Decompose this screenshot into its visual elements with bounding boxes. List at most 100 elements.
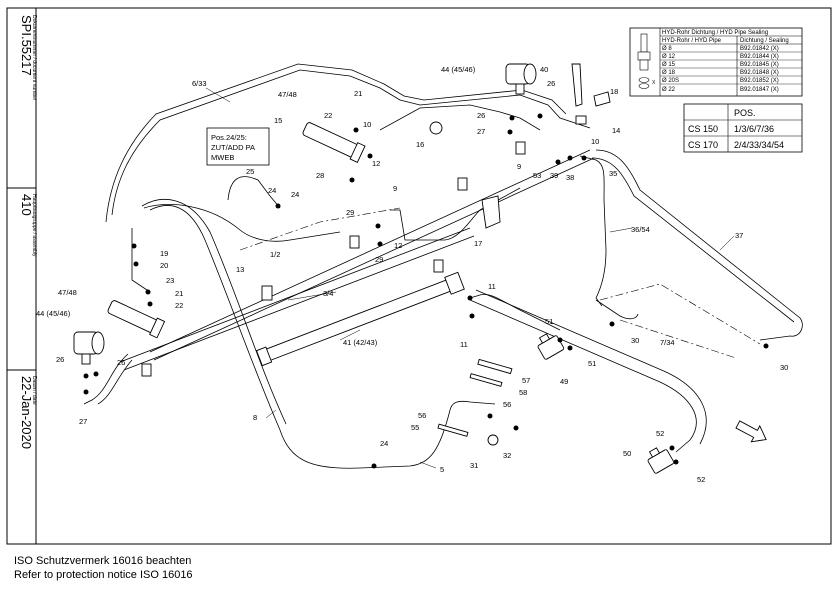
note-line-1: Pos.24/25:	[211, 133, 247, 142]
bracket-40	[571, 63, 583, 107]
callout: 6/33	[192, 79, 207, 88]
callout: 15	[274, 116, 282, 125]
fitting	[131, 243, 137, 249]
callout: 11	[460, 340, 468, 349]
pipe-8	[149, 205, 361, 469]
note-line-3: MWEB	[211, 153, 234, 162]
clamp	[349, 235, 360, 249]
pipe-11	[469, 293, 561, 331]
reference-line-right	[599, 283, 761, 345]
sealing-row-pipe: Ø 8	[662, 46, 672, 52]
pos-row-positions: 2/4/33/34/54	[734, 140, 784, 150]
pipe-left-lower-2	[97, 359, 133, 405]
drawing-frame	[6, 7, 832, 545]
callout: 9	[517, 162, 521, 171]
main-group-number: 410	[19, 194, 34, 216]
fitting	[145, 289, 151, 295]
callout: 10	[363, 120, 371, 129]
pipe-9	[390, 187, 521, 241]
callout: 8	[253, 413, 257, 422]
callout: 51	[545, 317, 553, 326]
callout: 9	[393, 184, 397, 193]
title-strip: SPI.55217 Dokumentnummer / document numb…	[19, 15, 37, 449]
fitting	[93, 371, 99, 377]
sealing-table-rows: Ø 8 B92.01842 (X) Ø 12 B92.01844 (X) Ø 1…	[660, 46, 802, 93]
callout: 22	[175, 301, 183, 310]
part-31	[487, 434, 499, 446]
callout: 30	[631, 336, 639, 345]
fitting	[673, 459, 679, 465]
callout: 29	[375, 255, 383, 264]
pos-row-positions: 1/3/6/7/36	[734, 124, 774, 134]
callout: 58	[519, 388, 527, 397]
clamp	[433, 259, 444, 273]
callout: 47/48	[58, 288, 77, 297]
sealing-row-seal: B92.01845 (X)	[740, 62, 779, 68]
fitting	[275, 203, 281, 209]
pipe-8-inner	[141, 199, 287, 425]
callout: 24	[291, 190, 299, 199]
clamp	[141, 363, 152, 377]
sealing-row-pipe: Ø 20S	[662, 78, 679, 84]
callout: 40	[540, 65, 548, 74]
fitting	[763, 343, 769, 349]
fitting	[509, 115, 515, 121]
pipe-right-long	[469, 299, 697, 453]
callout: 17	[474, 239, 482, 248]
main-group-caption: Hauptbaugruppe / assembly	[31, 194, 37, 257]
pos-table-frame	[683, 103, 803, 153]
callout: 52	[656, 429, 664, 438]
document-number: SPI.55217	[19, 15, 34, 76]
reference-line-center	[239, 207, 401, 251]
callout: 18	[610, 87, 618, 96]
callout: 22	[324, 111, 332, 120]
leader-line	[265, 409, 277, 419]
callout: 24	[268, 186, 276, 195]
note-box: Pos.24/25: ZUT/ADD PA MWEB	[206, 127, 270, 166]
fitting	[581, 155, 587, 161]
cylinder-41	[255, 271, 465, 367]
leader-lines	[205, 87, 735, 469]
callout: 50	[623, 449, 631, 458]
pipe-37	[595, 149, 803, 341]
pipe-3-4	[149, 149, 591, 353]
leader-line	[287, 291, 337, 301]
sealing-x-marker: X	[652, 80, 656, 86]
fitting	[353, 127, 359, 133]
fittings	[83, 113, 769, 469]
pos-table: POS. CS 150 1/3/6/7/36 CS 170 2/4/33/34/…	[683, 103, 803, 153]
clamp	[457, 177, 468, 191]
pipe-left-vertical	[131, 228, 151, 293]
callout: 37	[735, 231, 743, 240]
callout: 32	[503, 451, 511, 460]
fitting-14	[575, 115, 587, 125]
protection-notice-english: Refer to protection notice ISO 16016	[14, 569, 193, 581]
leader-line	[719, 235, 735, 251]
sealing-row-pipe: Ø 18	[662, 70, 676, 76]
fitting	[567, 345, 573, 351]
fitting	[83, 373, 89, 379]
reference-lines	[239, 207, 761, 359]
callout: 12	[372, 159, 380, 168]
clamp	[515, 141, 526, 155]
callout: 13	[236, 265, 244, 274]
sealing-table: HYD-Rohr Dichtung / HYD Pipe Sealing HYD…	[629, 27, 803, 97]
callout: 28	[316, 171, 324, 180]
fitting	[375, 223, 381, 229]
pipe-36-54	[579, 155, 607, 307]
pipe-37-inner	[591, 157, 795, 323]
pipe-6-33-outer	[105, 63, 567, 223]
pos-row-model: CS 170	[688, 140, 718, 150]
pipe-left-lower	[83, 353, 129, 405]
pos-row-model: CS 150	[688, 124, 718, 134]
fitting	[487, 413, 493, 419]
sealing-fitting-illustration	[637, 33, 651, 89]
callout: 21	[175, 289, 183, 298]
fitting	[377, 241, 383, 247]
plate-18	[593, 91, 611, 107]
callout: 31	[470, 461, 478, 470]
leader-line	[205, 87, 231, 103]
fitting	[147, 301, 153, 307]
fitting	[507, 129, 513, 135]
leader-line	[339, 329, 361, 341]
